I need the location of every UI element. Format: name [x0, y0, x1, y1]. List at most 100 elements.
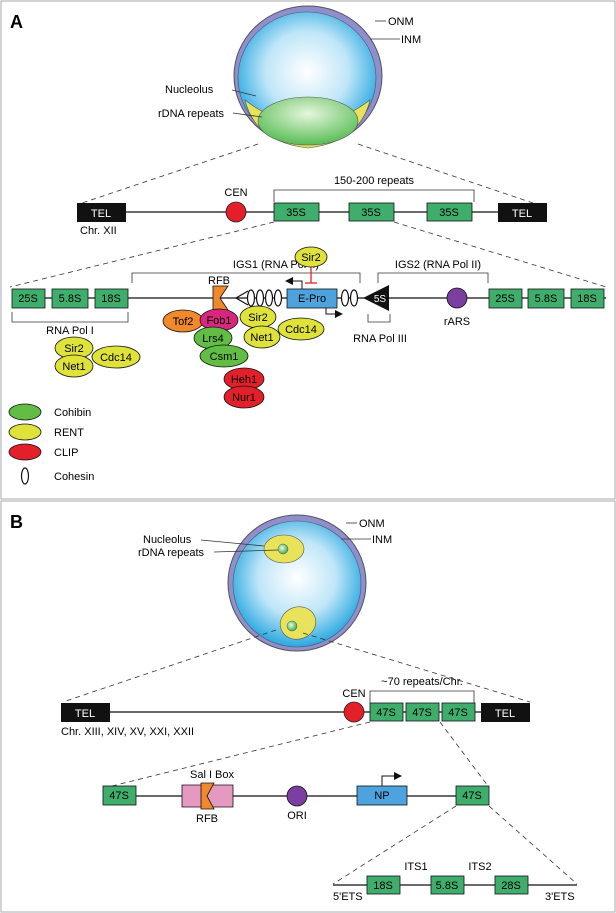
svg-text:Sal I Box: Sal I Box	[190, 769, 235, 781]
repeat-label-b: ~70 repeats/Chr.	[381, 676, 463, 688]
inm-label-b: INM	[372, 534, 392, 546]
rfb-marker-b	[200, 782, 215, 810]
its2-label: ITS2	[468, 861, 491, 873]
tel-left-a	[77, 203, 126, 222]
inm-label-a: INM	[401, 34, 421, 46]
svg-text:Sir2: Sir2	[248, 312, 268, 324]
nucleus-b	[227, 514, 367, 652]
rna-pol-iii-label: RNA Pol III	[353, 333, 407, 345]
svg-text:25S: 25S	[495, 293, 515, 305]
svg-text:18S: 18S	[373, 880, 393, 892]
ets5-label: 5'ETS	[333, 891, 363, 903]
legend-swatch-rent	[8, 423, 42, 441]
svg-text:Cdc14: Cdc14	[100, 352, 132, 364]
svg-text:18S: 18S	[577, 293, 597, 305]
svg-text:TEL: TEL	[495, 708, 515, 720]
svg-text:Net1: Net1	[62, 361, 85, 373]
panel-b-border	[0, 500, 616, 913]
rars-origin	[446, 287, 468, 309]
svg-text:Cdc14: Cdc14	[285, 324, 317, 336]
svg-text:Nur1: Nur1	[232, 392, 256, 404]
rfb-marker-a	[212, 285, 229, 311]
igs2-label: IGS2 (RNA Pol II)	[395, 259, 481, 271]
rdna-detail-a: 25S 5.8S 18S 25S 5.8S 18S RNA Pol I IGS1…	[11, 246, 606, 409]
svg-text:E-Pro: E-Pro	[298, 293, 326, 305]
svg-text:CEN: CEN	[342, 688, 365, 700]
svg-text:47S: 47S	[462, 790, 482, 802]
unit-35s-1	[273, 202, 320, 222]
nucleus-a	[233, 5, 383, 149]
onm-label-a: ONM	[388, 16, 414, 28]
svg-text:NP: NP	[374, 790, 389, 802]
rent-complex-pol1: Sir2 Net1 Cdc14	[54, 336, 141, 378]
legend-swatch-cohesin	[20, 467, 30, 485]
svg-text:Sir2: Sir2	[64, 343, 84, 355]
unit-35s-3	[426, 202, 473, 222]
rdna-label-a: rDNA repeats	[158, 108, 225, 120]
cen-a	[225, 201, 247, 223]
svg-text:47S: 47S	[412, 707, 432, 719]
nucleolus-b-bottom	[279, 606, 317, 640]
svg-text:Heh1: Heh1	[231, 374, 257, 386]
svg-text:35S: 35S	[286, 207, 306, 219]
legend-label-cohesin: Cohesin	[54, 471, 94, 483]
panel-a-border	[0, 0, 616, 500]
svg-text:RFB: RFB	[208, 275, 230, 287]
panel-a-label: A	[10, 12, 23, 32]
onm-label-b: ONM	[359, 518, 385, 530]
tel-right-a	[498, 203, 547, 222]
five-s-gene	[363, 285, 389, 311]
svg-text:CEN: CEN	[224, 187, 247, 199]
legend-label-rent: RENT	[54, 427, 84, 439]
legend: Cohibin RENT CLIP Cohesin	[8, 403, 94, 485]
svg-text:Sir2: Sir2	[301, 252, 321, 264]
rna-pol-i-label: RNA Pol I	[46, 325, 94, 337]
chr-xii-label: Chr. XII	[80, 225, 117, 237]
svg-text:5.8S: 5.8S	[59, 293, 82, 305]
protein-complex-cluster: Tof2 Fob1 Sir2 Net1 Cdc14 Lrs4 Csm1 Heh1…	[162, 305, 325, 409]
panel-b-label: B	[10, 512, 23, 532]
rdna-detail-b: 47S 47S Sal I Box RFB ORI NP	[102, 769, 490, 825]
svg-text:Tof2: Tof2	[173, 316, 194, 328]
ets3-label: 3'ETS	[545, 891, 575, 903]
svg-text:47S: 47S	[109, 790, 129, 802]
sal-i-box	[181, 784, 234, 808]
svg-text:35S: 35S	[439, 207, 459, 219]
svg-text:TEL: TEL	[75, 708, 95, 720]
svg-text:25S: 25S	[18, 293, 38, 305]
svg-text:Fob1: Fob1	[206, 315, 231, 327]
chromosome-b: TEL TEL Chr. XIII, XIV, XV, XXI, XXII CE…	[61, 676, 530, 738]
repeat-label-a: 150-200 repeats	[334, 175, 415, 187]
e-pro-box	[286, 288, 338, 309]
svg-text:TEL: TEL	[91, 208, 111, 220]
chr-b-names: Chr. XIII, XIV, XV, XXI, XXII	[61, 726, 194, 738]
rdna-green-body	[257, 96, 359, 146]
nucleolus-label-b: Nucleolus	[143, 534, 192, 546]
repeat-bracket-a	[273, 189, 475, 202]
chromosome-xii: TEL TEL Chr. XII CEN 150-200 repeats 35S…	[77, 175, 547, 237]
svg-text:Net1: Net1	[250, 332, 273, 344]
rdna-label-b: rDNA repeats	[138, 547, 205, 559]
cen-b	[343, 701, 365, 723]
svg-text:5.8S: 5.8S	[436, 880, 459, 892]
nucleolus-label-a: Nucleolus	[165, 84, 214, 96]
svg-text:18S: 18S	[101, 293, 121, 305]
legend-label-clip: CLIP	[54, 447, 78, 459]
svg-text:47S: 47S	[376, 707, 396, 719]
svg-text:ORI: ORI	[287, 810, 307, 822]
svg-text:TEL: TEL	[512, 208, 532, 220]
ori-origin	[286, 785, 308, 807]
svg-text:5S: 5S	[374, 294, 387, 305]
legend-swatch-cohibin	[8, 403, 42, 421]
svg-text:35S: 35S	[361, 207, 381, 219]
svg-text:5.8S: 5.8S	[535, 293, 558, 305]
cohesin-rings-right	[340, 289, 359, 307]
svg-text:RFB: RFB	[196, 813, 218, 825]
its1-label: ITS1	[404, 861, 427, 873]
unit-35s-2	[348, 202, 395, 222]
svg-text:28S: 28S	[501, 880, 521, 892]
svg-text:Lrs4: Lrs4	[202, 333, 223, 345]
legend-label-cohibin: Cohibin	[54, 407, 91, 419]
svg-text:47S: 47S	[448, 707, 468, 719]
